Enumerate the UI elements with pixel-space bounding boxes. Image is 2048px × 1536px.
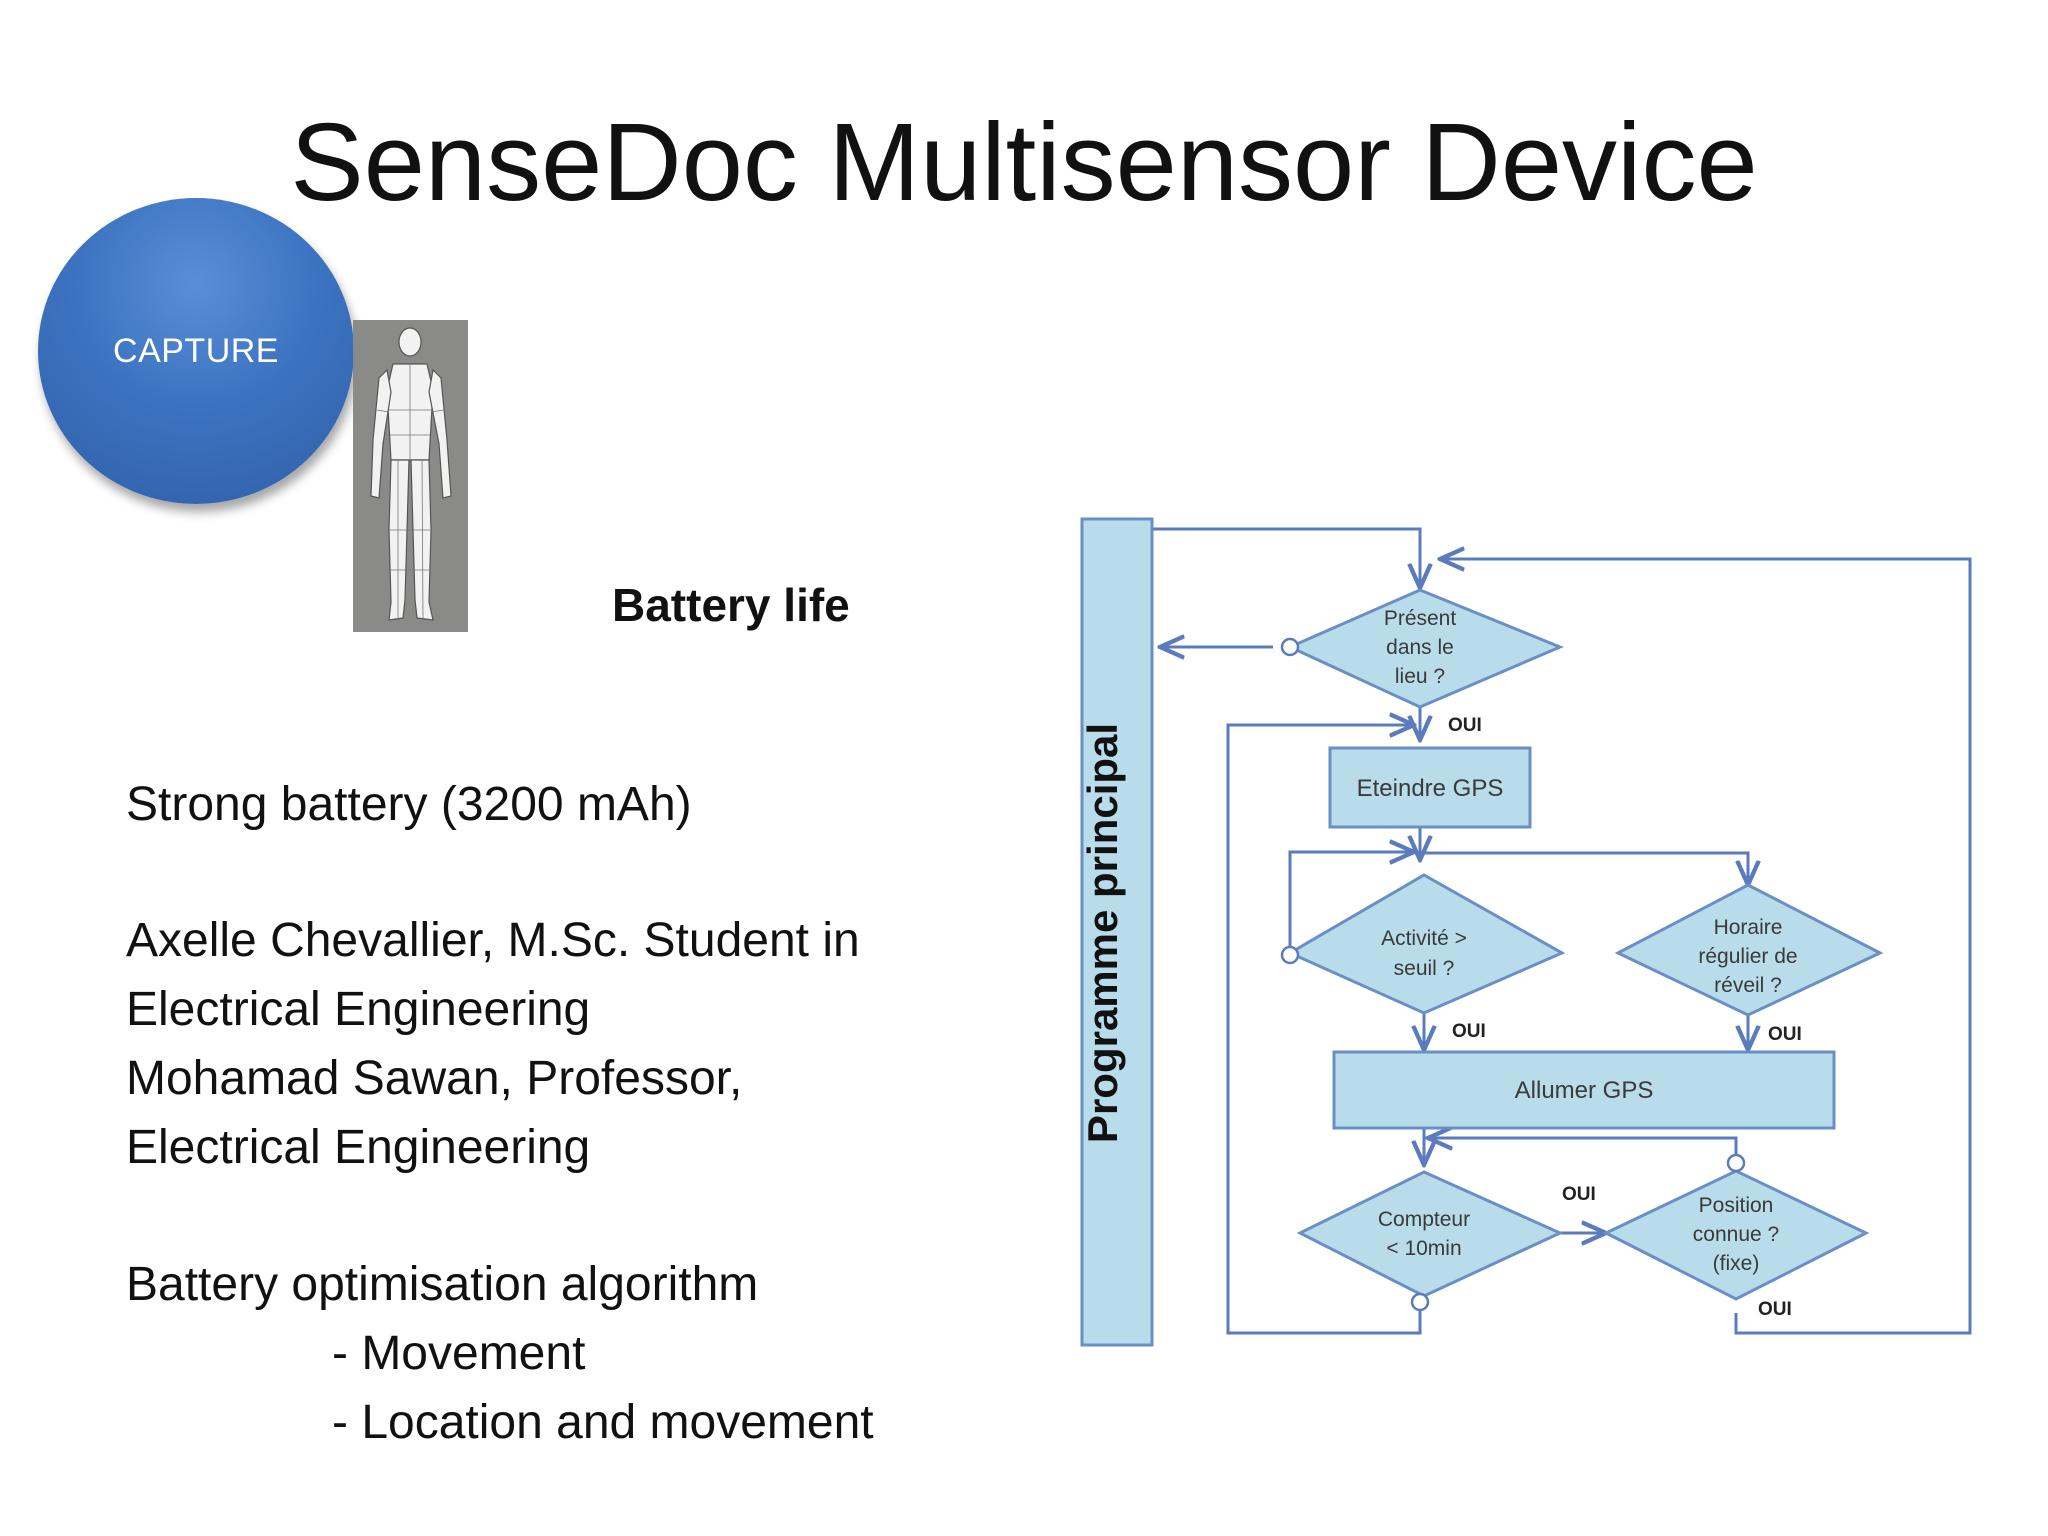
oui-label: OUI bbox=[1768, 1024, 1802, 1045]
decision-compteur bbox=[1296, 1170, 1564, 1298]
oui-label: OUI bbox=[1562, 1184, 1596, 1205]
battery-life-heading: Battery life bbox=[612, 579, 850, 631]
connector-main-to-present bbox=[1148, 527, 1420, 588]
algorithm-heading: Battery optimisation algorithm bbox=[126, 1258, 759, 1311]
algorithm-item: - Movement bbox=[332, 1327, 586, 1380]
box-eteindre-gps bbox=[1328, 746, 1532, 829]
credit-line: Electrical Engineering bbox=[126, 983, 591, 1036]
position-line: connue ? bbox=[1693, 1223, 1779, 1246]
connector-position-no-loop bbox=[1428, 1138, 1738, 1155]
oui-label: OUI bbox=[1448, 715, 1482, 736]
battery-flowchart: Programme principal Présent dans le lieu… bbox=[1079, 517, 1972, 1347]
connector-dot bbox=[1280, 637, 1300, 657]
capture-label: CAPTURE bbox=[113, 331, 279, 370]
figure-left-arm bbox=[370, 368, 392, 499]
main-program-label: Programme principal bbox=[1079, 723, 1126, 1143]
decision-activite bbox=[1286, 873, 1566, 1015]
position-line: (fixe) bbox=[1713, 1252, 1760, 1275]
main-program-bar bbox=[1080, 517, 1154, 1347]
credit-line: Mohamad Sawan, Professor, bbox=[126, 1052, 743, 1105]
connector-dot bbox=[1410, 1292, 1430, 1312]
credit-line: Electrical Engineering bbox=[126, 1121, 591, 1174]
figure-left-leg bbox=[388, 459, 410, 621]
decision-horaire bbox=[1614, 883, 1884, 1017]
activite-line: Activité > bbox=[1381, 927, 1467, 950]
oui-label: OUI bbox=[1758, 1299, 1792, 1320]
oui-label: OUI bbox=[1452, 1021, 1486, 1042]
decision-position bbox=[1602, 1169, 1870, 1301]
connector-dot bbox=[1726, 1153, 1746, 1173]
connector-activite-no-loop bbox=[1288, 852, 1414, 955]
present-line: dans le bbox=[1386, 636, 1454, 659]
figure-right-leg bbox=[410, 459, 434, 621]
credits-block: Axelle Chevallier, M.Sc. Student in Elec… bbox=[126, 906, 860, 1182]
connector-dot bbox=[1280, 945, 1300, 965]
horaire-line: régulier de bbox=[1698, 945, 1797, 968]
connector-compteur-loop bbox=[1226, 725, 1422, 1335]
compteur-line: Compteur bbox=[1378, 1208, 1470, 1231]
activite-line: seuil ? bbox=[1394, 957, 1455, 980]
battery-spec: Strong battery (3200 mAh) bbox=[126, 778, 692, 831]
connector-split-right bbox=[1420, 851, 1748, 885]
box-allumer-gps bbox=[1332, 1050, 1836, 1130]
capture-circle: CAPTURE bbox=[38, 198, 354, 504]
horaire-line: Horaire bbox=[1714, 916, 1783, 939]
present-line: lieu ? bbox=[1395, 665, 1445, 688]
credit-line: Axelle Chevallier, M.Sc. Student in bbox=[126, 914, 860, 967]
figure-head bbox=[398, 327, 422, 357]
compteur-line: < 10min bbox=[1386, 1237, 1461, 1260]
eteindre-gps-label: Eteindre GPS bbox=[1357, 775, 1504, 802]
algorithm-block: Battery optimisation algorithm - Movemen… bbox=[126, 1250, 874, 1457]
position-line: Position bbox=[1699, 1194, 1774, 1217]
decision-present bbox=[1286, 588, 1564, 709]
allumer-gps-label: Allumer GPS bbox=[1515, 1077, 1654, 1104]
connector-position-yes-loop bbox=[1440, 559, 1972, 1335]
algorithm-item: - Location and movement bbox=[332, 1396, 874, 1449]
human-figure-image bbox=[353, 320, 468, 632]
figure-right-arm bbox=[428, 368, 452, 499]
present-line: Présent bbox=[1384, 607, 1457, 630]
slide-title: SenseDoc Multisensor Device bbox=[290, 101, 1758, 224]
horaire-line: réveil ? bbox=[1714, 974, 1782, 997]
